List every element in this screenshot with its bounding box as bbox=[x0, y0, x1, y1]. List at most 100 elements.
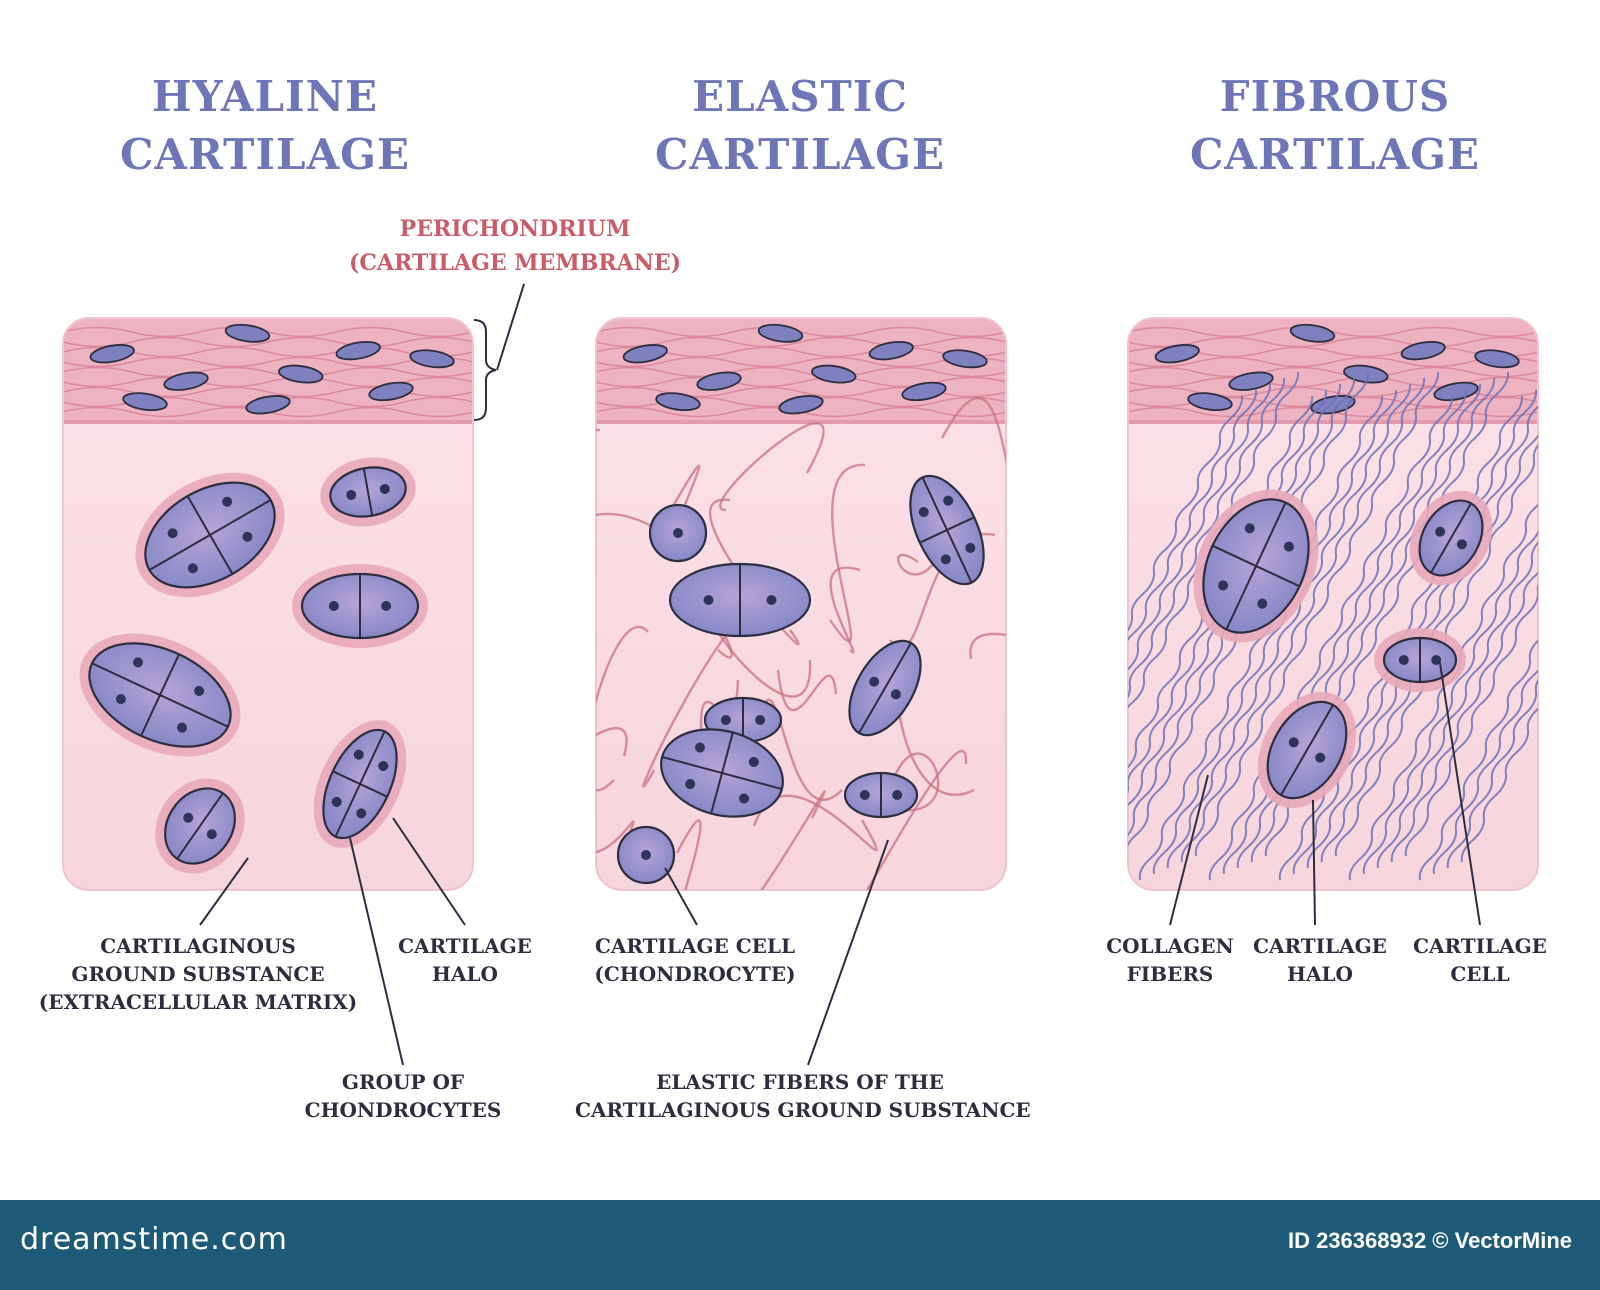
cell-nucleus bbox=[739, 793, 750, 804]
title-line: ELASTIC bbox=[692, 72, 908, 121]
elastic-fiber bbox=[835, 750, 968, 890]
cell-nucleus bbox=[694, 742, 705, 753]
cell-division bbox=[661, 755, 783, 791]
membrane-edge bbox=[596, 420, 1006, 424]
brand-logo[interactable]: dreamstime.com bbox=[20, 1222, 288, 1257]
membrane-nucleus bbox=[868, 340, 914, 361]
collagen-fiber bbox=[1166, 383, 1412, 869]
membrane-fiber bbox=[1128, 366, 1538, 378]
title-line: CARTILAGE bbox=[119, 130, 411, 179]
elastic-fiber bbox=[969, 632, 1006, 663]
collagen-fiber bbox=[1362, 389, 1538, 875]
leader-hyaline-halo bbox=[392, 817, 466, 926]
image-credit: ID 236368932 © VectorMine bbox=[1287, 1228, 1572, 1253]
chondrocyte-cell bbox=[1409, 490, 1493, 586]
collagen-fiber bbox=[1334, 371, 1538, 857]
cell-nucleus bbox=[132, 657, 143, 668]
elastic-fiber bbox=[829, 566, 861, 654]
cell-nucleus bbox=[356, 808, 367, 819]
chondrocyte-cell bbox=[1257, 691, 1357, 809]
membrane-nucleus bbox=[335, 340, 381, 361]
membrane-edge bbox=[63, 420, 473, 424]
membrane-fiber bbox=[1128, 356, 1538, 368]
cell-division bbox=[148, 499, 272, 571]
cell-nucleus bbox=[328, 601, 339, 611]
cell-nucleus bbox=[943, 495, 954, 506]
footer-bar: dreamstime.com ID 236368932 © VectorMine bbox=[0, 1200, 1600, 1290]
label-line: GROUND SUBSTANCE bbox=[71, 962, 325, 986]
cell-division bbox=[176, 792, 224, 860]
membrane-nucleus bbox=[368, 381, 414, 402]
title-line: FIBROUS bbox=[1219, 72, 1451, 121]
elastic-fiber bbox=[596, 509, 654, 529]
membrane-fiber bbox=[63, 376, 473, 388]
elastic-fiber bbox=[704, 790, 826, 890]
label-line: FIBERS bbox=[1126, 962, 1214, 986]
cell-nucleus bbox=[187, 563, 198, 574]
chondrocyte-cell bbox=[320, 457, 416, 527]
cell-nucleus bbox=[685, 779, 696, 790]
cell-division bbox=[919, 516, 975, 544]
cell-division bbox=[1212, 544, 1300, 588]
membrane-fiber bbox=[63, 336, 473, 348]
membrane-nucleus bbox=[1289, 323, 1336, 343]
cell-nucleus bbox=[379, 484, 390, 495]
cell-nucleus bbox=[346, 489, 357, 500]
collagen-fiber bbox=[1128, 383, 1272, 869]
cell-division bbox=[332, 770, 388, 798]
membrane-fiber bbox=[63, 366, 473, 378]
membrane-nucleus bbox=[622, 344, 668, 364]
label-line: ELASTIC FIBERS OF THE bbox=[656, 1070, 944, 1094]
membrane-nucleus bbox=[1433, 381, 1479, 402]
elastic-fibers bbox=[596, 368, 1006, 890]
cell-nucleus bbox=[940, 554, 951, 565]
panel-outline bbox=[595, 317, 1007, 891]
chondrocyte-cell bbox=[135, 472, 285, 598]
label-elastic-fibers: ELASTIC FIBERS OF THE CARTILAGINOUS GROU… bbox=[575, 1068, 1031, 1124]
membrane-fiber bbox=[596, 366, 1006, 378]
membrane-nucleus bbox=[1228, 371, 1274, 391]
perichondrium-label: PERICHONDRIUM (CARTILAGE MEMBRANE) bbox=[330, 212, 700, 280]
cell-nucleus bbox=[177, 722, 188, 733]
label-leaders bbox=[199, 662, 1481, 1066]
collagen-fiber bbox=[1152, 389, 1398, 875]
cell-nucleus bbox=[918, 507, 929, 518]
leader-fibrous-cell bbox=[1439, 662, 1481, 926]
cell-nucleus bbox=[1288, 737, 1299, 748]
cell-nucleus bbox=[1283, 541, 1294, 552]
label-fibrous-cell: CARTILAGE CELL bbox=[1405, 932, 1555, 988]
membrane-fiber bbox=[1128, 336, 1538, 348]
cell-nucleus bbox=[242, 531, 253, 542]
membrane-nucleus bbox=[224, 323, 271, 343]
elastic-fiber bbox=[596, 625, 649, 792]
chondrocyte-cell bbox=[79, 633, 241, 757]
perichondrium-line: (CARTILAGE MEMBRANE) bbox=[348, 250, 681, 276]
cell-nucleus bbox=[892, 790, 903, 800]
collagen-fiber bbox=[1128, 377, 1286, 863]
chondrocyte-cell bbox=[155, 778, 245, 874]
collagen-fiber bbox=[1128, 389, 1328, 875]
collagen-fiber bbox=[1348, 395, 1538, 881]
leader-ground-substance bbox=[199, 857, 249, 926]
membrane-fiber bbox=[1128, 376, 1538, 388]
cell-division bbox=[91, 662, 229, 728]
chondrocyte-cell bbox=[843, 771, 919, 819]
collagen-fiber bbox=[1418, 395, 1538, 881]
leader-collagen-fibers bbox=[1169, 774, 1209, 926]
cell-nucleus bbox=[1398, 655, 1409, 665]
membrane-nucleus bbox=[696, 371, 742, 391]
cell-nucleus bbox=[115, 694, 126, 705]
chondrocyte-cell bbox=[648, 503, 708, 563]
elastic-fiber bbox=[829, 463, 866, 643]
title-line: CARTILAGE bbox=[654, 130, 946, 179]
chondrocyte-cell bbox=[668, 562, 812, 638]
label-line: (CHONDROCYTE) bbox=[594, 962, 796, 986]
membrane-nucleus bbox=[1154, 344, 1200, 364]
cell-nucleus bbox=[720, 715, 731, 725]
elastic-fiber bbox=[719, 422, 825, 512]
collagen-fiber bbox=[1306, 383, 1538, 869]
label-group-of-chondrocytes: GROUP OF CHONDROCYTES bbox=[300, 1068, 506, 1124]
cell-nucleus bbox=[869, 676, 880, 687]
collagen-fiber bbox=[1180, 377, 1426, 863]
membrane-nucleus bbox=[778, 395, 824, 415]
